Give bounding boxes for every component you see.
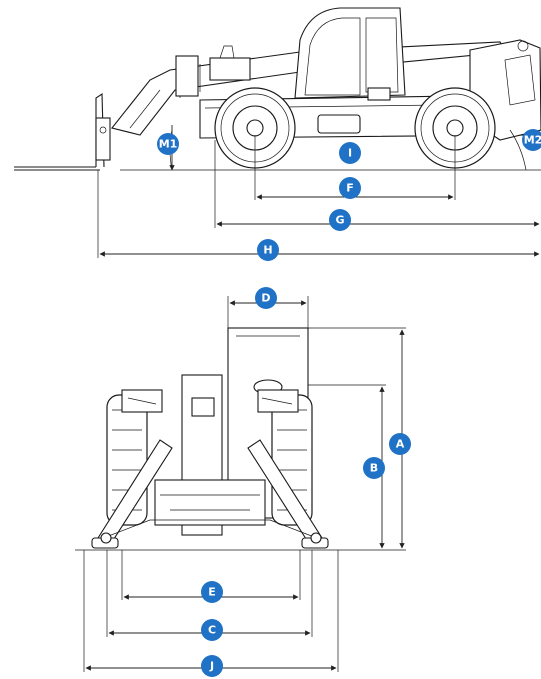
svg-text:H: H [263,244,272,257]
fork [14,92,111,171]
badge-M1: M1 [157,133,179,155]
svg-text:F: F [346,182,354,195]
departure-angle-arc [509,129,527,171]
svg-text:D: D [261,292,270,305]
svg-text:G: G [335,214,344,227]
svg-text:C: C [208,624,216,637]
svg-text:I: I [348,147,352,160]
badge-G: G [329,209,351,231]
svg-text:M2: M2 [524,134,541,147]
front-frame [121,374,299,536]
stabiliser-legs [91,439,329,549]
side-view: M1 M2 I F G H [14,7,541,261]
badge-A: A [389,433,411,455]
badge-D: D [255,287,277,309]
rear-wheel [414,87,496,169]
badge-I: I [339,142,361,164]
cab [294,7,406,134]
svg-text:B: B [370,462,378,475]
badge-B: B [363,457,385,479]
svg-text:A: A [396,438,405,451]
badge-C: C [201,619,223,641]
badge-J: J [201,655,223,677]
svg-text:E: E [208,586,216,599]
svg-text:J: J [209,660,214,673]
svg-text:M1: M1 [159,138,178,151]
front-wheel [214,87,296,169]
badge-M2: M2 [522,129,541,151]
front-view: D A B E C J [75,287,411,677]
badge-H: H [257,239,279,261]
badge-E: E [201,581,223,603]
badge-F: F [339,177,361,199]
